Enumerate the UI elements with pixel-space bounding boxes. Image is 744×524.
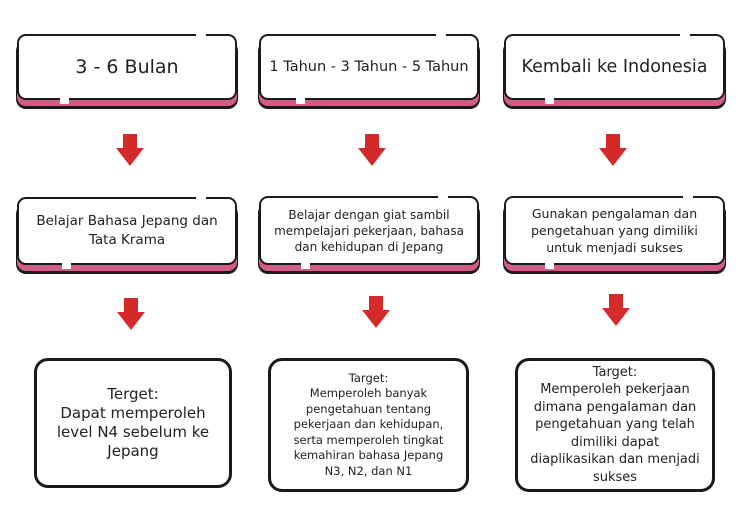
down-arrow-icon bbox=[362, 296, 390, 328]
period-box-1: 3 - 6 Bulan bbox=[17, 34, 237, 100]
period-box-2: 1 Tahun - 3 Tahun - 5 Tahun bbox=[259, 34, 479, 100]
border-gap bbox=[60, 98, 69, 104]
border-gap bbox=[683, 194, 693, 200]
border-gap bbox=[680, 32, 690, 38]
border-gap bbox=[62, 263, 71, 269]
period-box-3: Kembali ke Indonesia bbox=[504, 34, 725, 100]
down-arrow-icon bbox=[599, 134, 627, 166]
border-gap bbox=[296, 98, 305, 104]
activity-text-3: Gunakan pengalaman dan pengetahuan yang … bbox=[531, 206, 698, 255]
target-heading-3: Target: bbox=[592, 364, 638, 380]
target-heading-1: Terget: bbox=[107, 385, 159, 403]
target-text-3: Memperoleh pekerjaan dimana pengalaman d… bbox=[530, 382, 700, 485]
border-gap bbox=[545, 98, 554, 104]
period-label-1: 3 - 6 Bulan bbox=[75, 56, 179, 78]
border-gap bbox=[436, 32, 446, 38]
target-box-2: Target: Memperoleh banyak pengetahuan te… bbox=[268, 358, 469, 492]
border-gap bbox=[196, 32, 206, 38]
period-label-3: Kembali ke Indonesia bbox=[521, 57, 708, 77]
down-arrow-icon bbox=[116, 134, 144, 166]
down-arrow-icon bbox=[358, 134, 386, 166]
border-gap bbox=[438, 194, 448, 200]
activity-box-2: Belajar dengan giat sambil mempelajari p… bbox=[259, 196, 479, 265]
down-arrow-icon bbox=[602, 294, 630, 326]
activity-text-1: Belajar Bahasa Jepang dan Tata Krama bbox=[36, 213, 218, 248]
activity-box-3: Gunakan pengalaman dan pengetahuan yang … bbox=[504, 196, 725, 265]
period-label-2: 1 Tahun - 3 Tahun - 5 Tahun bbox=[269, 59, 469, 75]
border-gap bbox=[545, 263, 554, 269]
target-text-2: Memperoleh banyak pengetahuan tentang pe… bbox=[293, 386, 444, 478]
target-box-1: Terget: Dapat memperoleh level N4 sebelu… bbox=[34, 358, 232, 488]
target-text-1: Dapat memperoleh level N4 sebelum ke Jep… bbox=[56, 404, 210, 460]
down-arrow-icon bbox=[117, 298, 145, 330]
border-gap bbox=[301, 263, 310, 269]
activity-text-2: Belajar dengan giat sambil mempelajari p… bbox=[274, 207, 464, 254]
target-box-3: Target: Memperoleh pekerjaan dimana peng… bbox=[515, 358, 715, 492]
target-heading-2: Target: bbox=[348, 370, 389, 385]
activity-box-1: Belajar Bahasa Jepang dan Tata Krama bbox=[17, 197, 237, 265]
border-gap bbox=[196, 195, 206, 201]
